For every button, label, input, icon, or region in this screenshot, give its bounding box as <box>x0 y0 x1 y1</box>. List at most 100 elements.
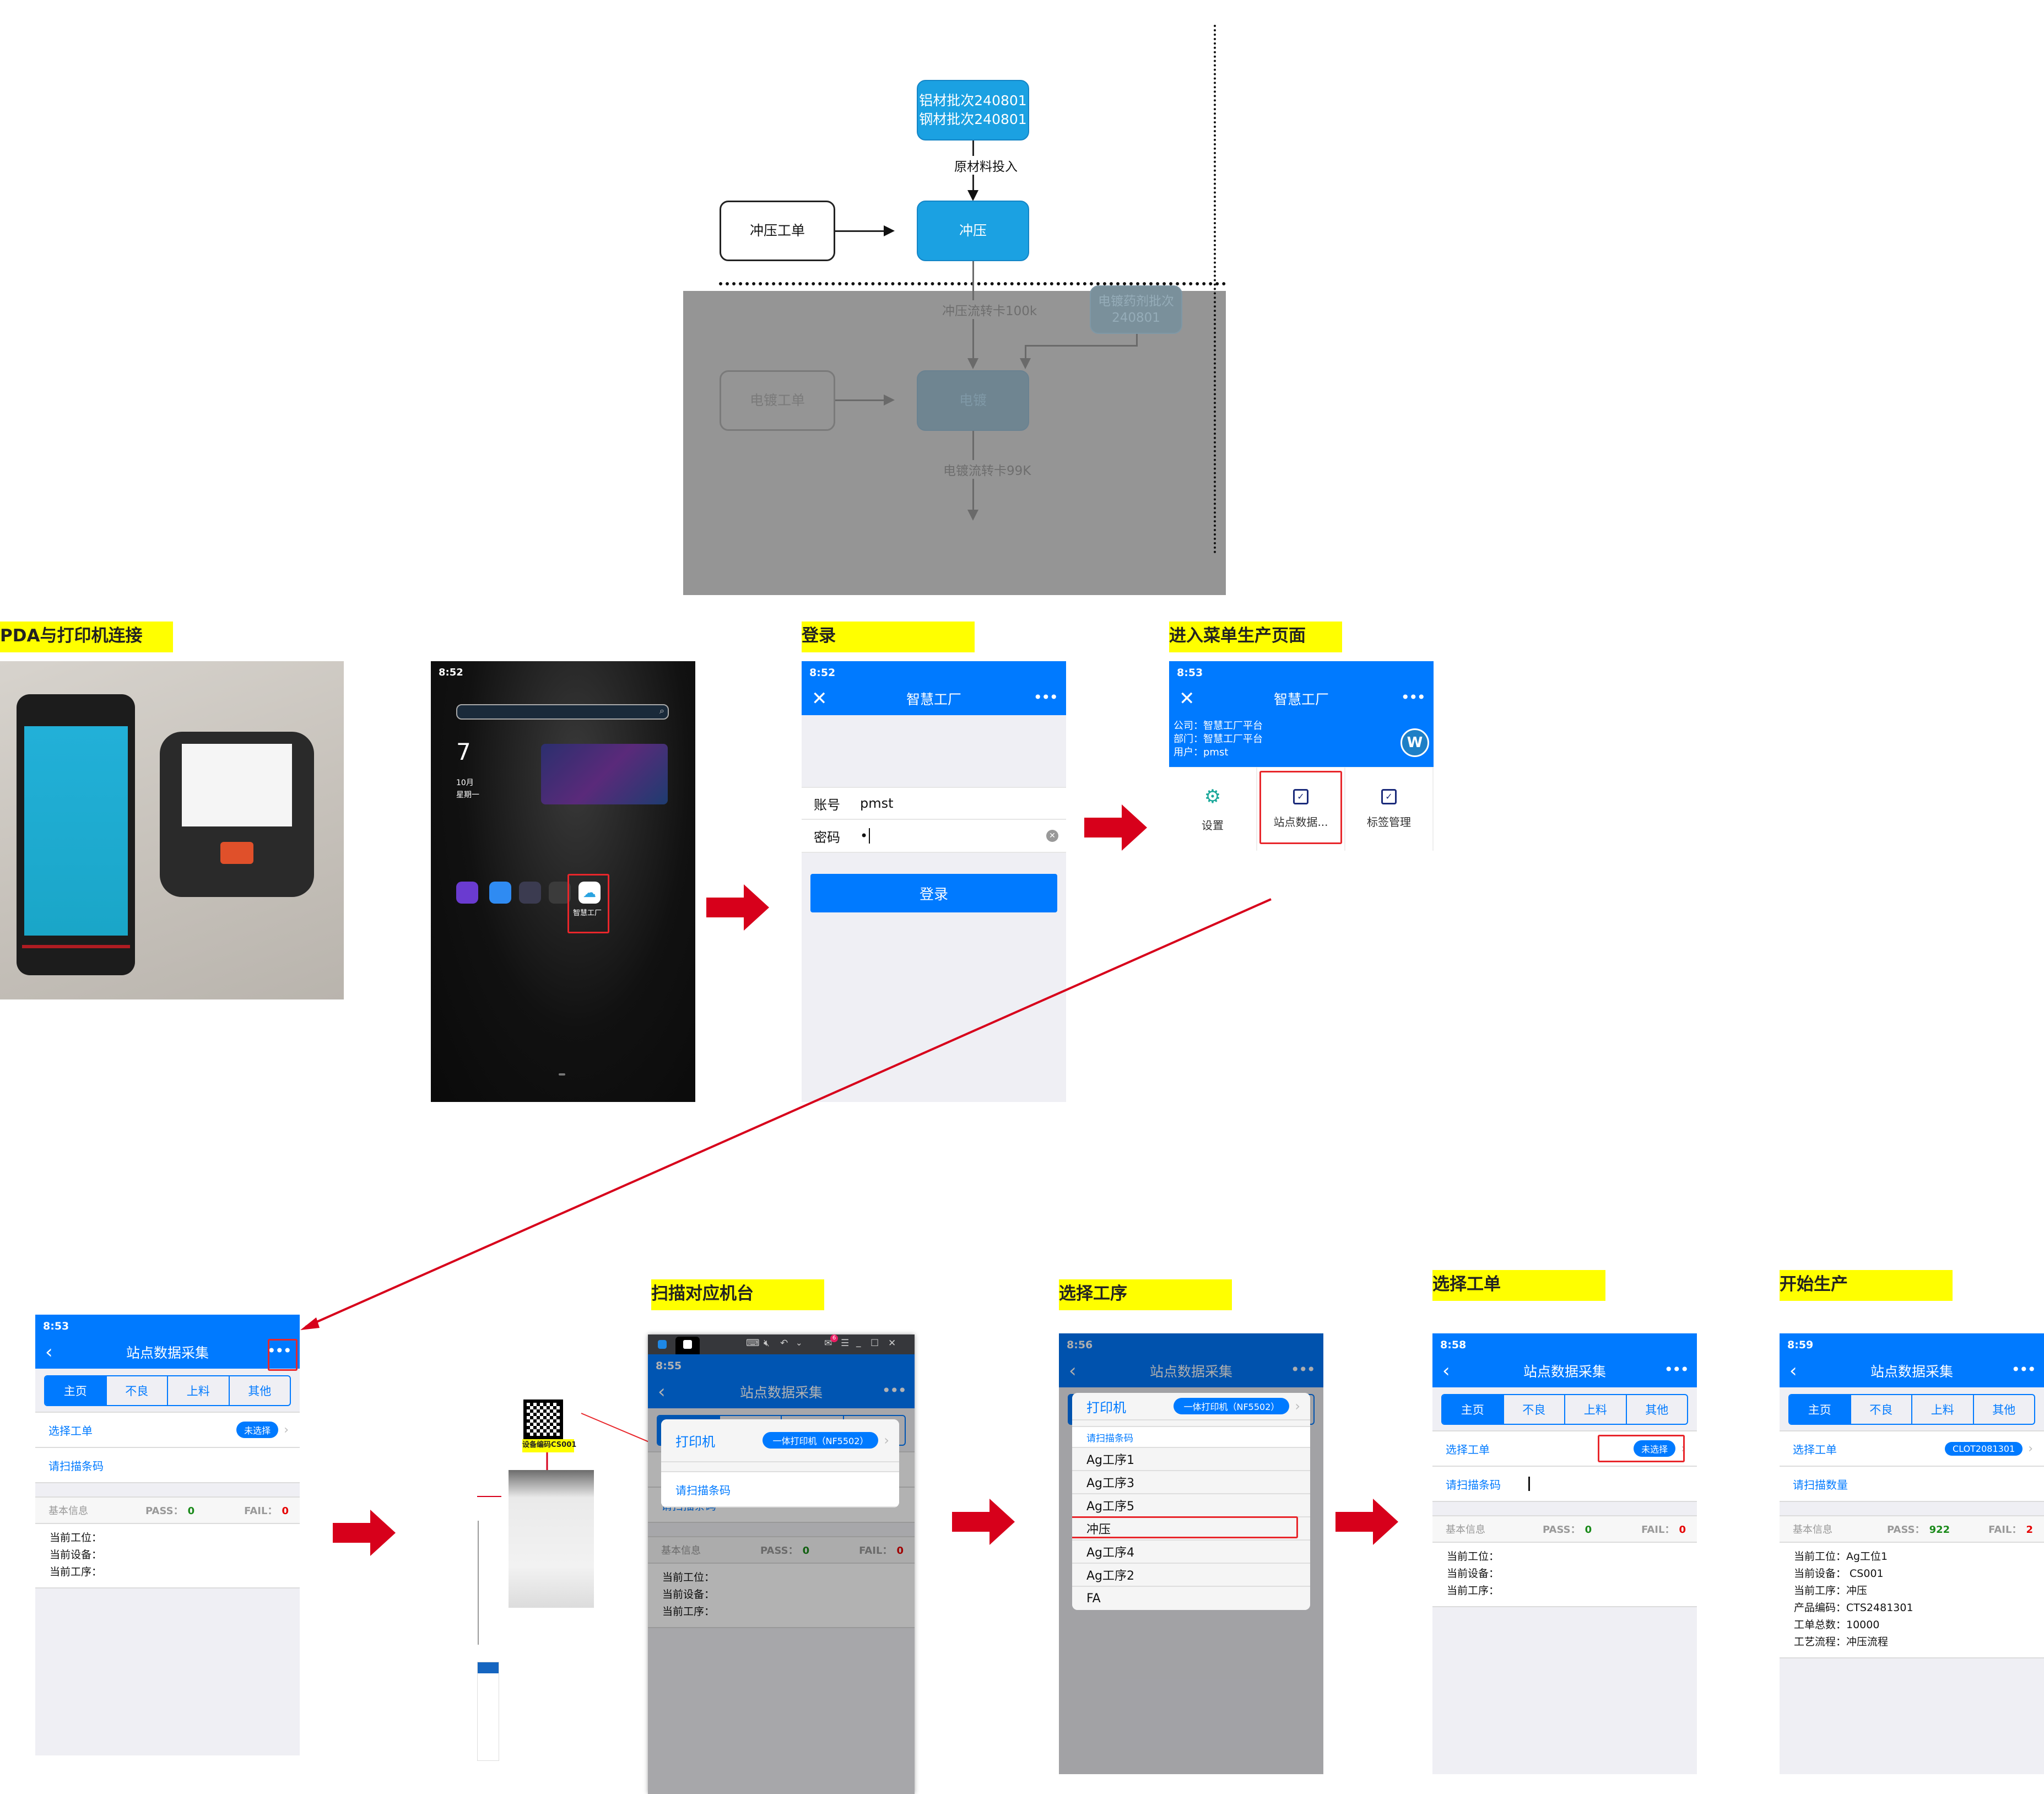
nav-title: 站点数据采集 <box>126 1345 209 1361</box>
close-icon[interactable]: ✕ <box>812 688 828 710</box>
more-icon[interactable]: ••• <box>1400 688 1426 706</box>
red-arrow-icon <box>1335 1499 1399 1545</box>
process-item[interactable]: Ag工序4 <box>1072 1541 1310 1564</box>
raw-material-edge-label: 原材料投入 <box>953 156 1019 175</box>
close-icon[interactable]: ✕ <box>1179 688 1195 710</box>
notification-badge: 6 <box>830 1334 838 1342</box>
tab-defect[interactable]: 不良 <box>105 1376 167 1405</box>
edge-line <box>835 399 885 401</box>
scan-quantity-input[interactable]: 请扫描数量 <box>1780 1466 2044 1501</box>
printer-row[interactable]: 打印机 一体打印机（NF5502） › <box>1072 1393 1310 1420</box>
app-folder-1[interactable] <box>519 882 541 904</box>
back-icon[interactable]: ‹ <box>1442 1360 1450 1382</box>
tab-feeding[interactable]: 上料 <box>167 1376 229 1405</box>
scan-barcode-input[interactable]: 请扫描条码 <box>1432 1466 1697 1501</box>
close-window-icon[interactable]: ✕ <box>888 1338 896 1349</box>
spacer <box>1780 1501 2044 1515</box>
password-value[interactable]: • <box>860 828 868 844</box>
tab-defect[interactable]: 不良 <box>1850 1395 1912 1424</box>
highlight-box <box>268 1339 298 1371</box>
info-header: 基本信息 PASS：922 FAIL：2 <box>1780 1515 2044 1543</box>
process-item[interactable]: FA <box>1072 1587 1310 1610</box>
select-order-row[interactable]: 选择工单 未选择 › <box>1432 1430 1697 1466</box>
menu-icon[interactable]: ☰ <box>841 1338 850 1349</box>
red-arrow-icon <box>706 884 770 931</box>
more-icon[interactable]: ••• <box>267 1342 292 1360</box>
tab-other[interactable]: 其他 <box>1625 1395 1688 1424</box>
account-value[interactable]: pmst <box>860 796 894 811</box>
modal-scan-input[interactable]: 请扫描条码 <box>661 1472 899 1507</box>
process-item[interactable]: Ag工序2 <box>1072 1564 1310 1587</box>
nav-bar: ✕ 智慧工厂 ••• <box>802 682 1066 715</box>
password-field[interactable]: 密码 • ✕ <box>802 820 1066 853</box>
tab-home[interactable]: 主页 <box>1442 1395 1503 1424</box>
search-bar[interactable]: ⌕ <box>456 704 669 720</box>
undo-icon[interactable]: ↶ <box>780 1338 788 1349</box>
select-order-row[interactable]: 选择工单 CLOT2081301 › <box>1780 1430 2044 1466</box>
menu-item-settings[interactable]: ⚙ 设置 <box>1169 768 1257 851</box>
tab-bar: 主页 不良 上料 其他 <box>1441 1394 1688 1425</box>
back-icon[interactable]: ‹ <box>658 1381 666 1403</box>
current-station: 当前工位： <box>662 1571 715 1584</box>
gear-icon: ⚙ <box>1204 786 1221 808</box>
pass-count: PASS：0 <box>1543 1524 1592 1536</box>
arrow-head-icon <box>967 510 978 521</box>
keyboard-icon[interactable]: ⌨ <box>746 1338 760 1349</box>
menu-item-label: 标签管理 <box>1367 815 1411 829</box>
back-icon[interactable]: ‹ <box>1069 1360 1077 1382</box>
select-order-row[interactable]: 选择工单 未选择 › <box>35 1412 300 1447</box>
clear-icon[interactable]: ✕ <box>1046 830 1058 842</box>
process-item[interactable]: Ag工序3 <box>1072 1471 1310 1494</box>
nav-bar: ‹ 站点数据采集 ••• <box>1432 1354 1697 1387</box>
printer-label: 打印机 <box>1086 1399 1126 1415</box>
box-check-icon: ✓ <box>1293 789 1308 804</box>
chevron-right-icon: › <box>284 1423 289 1437</box>
nav-title: 智慧工厂 <box>906 691 961 707</box>
modal-scan-input[interactable]: 请扫描条码 <box>1072 1427 1310 1448</box>
app-tab[interactable] <box>675 1337 700 1354</box>
menu-item-label-management[interactable]: ✓ 标签管理 <box>1345 768 1434 851</box>
tab-other[interactable]: 其他 <box>228 1376 290 1405</box>
tab-home[interactable]: 主页 <box>45 1376 106 1405</box>
highlight-box <box>1072 1516 1298 1538</box>
more-icon[interactable]: ••• <box>1033 688 1058 706</box>
tab-home[interactable]: 主页 <box>1789 1395 1850 1424</box>
tab-feeding[interactable]: 上料 <box>1564 1395 1626 1424</box>
tab-feeding[interactable]: 上料 <box>1911 1395 1973 1424</box>
more-icon[interactable]: ••• <box>882 1381 907 1399</box>
app-icon-game[interactable] <box>456 882 478 904</box>
app-icon-tools[interactable] <box>489 882 511 904</box>
more-icon[interactable]: ••• <box>1664 1360 1689 1379</box>
pass-count: PASS：0 <box>760 1545 810 1557</box>
arrow-head-icon <box>1020 358 1031 369</box>
chevron-down-icon[interactable]: ⌄ <box>796 1338 803 1348</box>
maximize-icon[interactable]: ☐ <box>870 1338 879 1349</box>
nav-title: 站点数据采集 <box>1523 1364 1606 1380</box>
scan-barcode-input[interactable]: 请扫描条码 <box>35 1447 300 1482</box>
order-badge: CLOT2081301 <box>1945 1441 2023 1456</box>
login-button[interactable]: 登录 <box>810 874 1057 912</box>
tab-other[interactable]: 其他 <box>1972 1395 2035 1424</box>
printer-row[interactable]: 打印机 一体打印机（NF5502） › <box>661 1419 899 1462</box>
process-item[interactable]: Ag工序5 <box>1072 1494 1310 1517</box>
process-item[interactable]: Ag工序1 <box>1072 1448 1310 1471</box>
account-field[interactable]: 账号 pmst <box>802 787 1066 820</box>
chevron-right-icon: › <box>884 1433 889 1448</box>
more-icon[interactable]: ••• <box>2011 1360 2036 1379</box>
mute-icon[interactable]: 🔇︎ <box>764 1338 770 1349</box>
cloud-app-icon[interactable]: ☁ <box>578 882 601 904</box>
order-total: 工单总数：10000 <box>1794 1619 1880 1631</box>
tab-defect[interactable]: 不良 <box>1502 1395 1565 1424</box>
app-folder-2[interactable] <box>549 882 571 904</box>
process-item-selected[interactable]: 冲压 <box>1072 1516 1310 1541</box>
wallpaper-widget[interactable] <box>541 744 668 804</box>
minimize-icon[interactable]: _ <box>856 1337 861 1348</box>
back-icon[interactable]: ‹ <box>1789 1360 1797 1382</box>
back-icon[interactable]: ‹ <box>45 1341 53 1363</box>
text-cursor <box>1528 1477 1530 1491</box>
mail-icon[interactable]: ✉ <box>824 1338 832 1349</box>
info-body: 当前工位： 当前设备： 当前工序： <box>648 1564 915 1628</box>
scan-quantity-placeholder: 请扫描数量 <box>1793 1478 1848 1492</box>
more-icon[interactable]: ••• <box>1290 1360 1316 1379</box>
menu-item-station-data[interactable]: ✓ 站点数据... <box>1257 768 1345 851</box>
